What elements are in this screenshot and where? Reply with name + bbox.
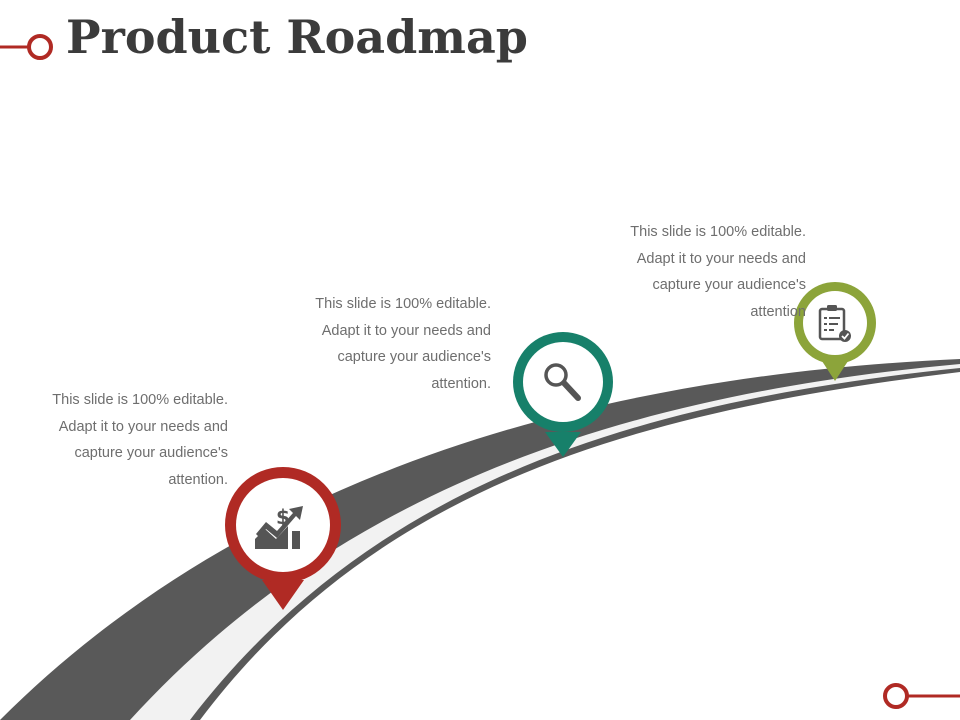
milestone-3-line-2: Adapt it to your needs and [636,250,806,267]
milestone-2-line-2: Adapt it to your needs and [321,322,491,339]
road-lane-stripe [130,364,960,720]
milestone-1-line-1: This slide is 100% editable. [52,392,228,408]
magnifier-icon [544,363,581,401]
milestone-1-line-2: Adapt it to your needs and [58,418,228,435]
footer-connector-icon [883,683,960,709]
milestone-2-description: This slide is 100% editable. Adapt it to… [231,291,491,397]
milestone-1-description: This slide is 100% editable. Adapt it to… [0,387,228,493]
page-title: Product Roadmap [66,10,528,64]
title-connector-icon [0,34,53,60]
milestone-1-line-3: capture your audience's [74,445,228,461]
growth-chart-dollar-icon: $ [255,505,303,549]
milestone-3-description: This slide is 100% editable. Adapt it to… [546,219,806,325]
milestone-3-line-3: capture your audience's [652,277,806,293]
milestone-2-line-3: capture your audience's [337,349,491,365]
milestone-2-line-1: This slide is 100% editable. [315,296,491,312]
svg-text:$: $ [276,505,290,529]
milestone-pin-2[interactable] [513,332,613,457]
milestone-2-line-4: attention. [431,375,491,392]
clipboard-check-icon [818,305,851,342]
milestone-3-line-4: attention [750,303,806,320]
milestone-3-line-1: This slide is 100% editable. [630,224,806,240]
milestone-pin-1[interactable]: $ [225,467,341,610]
milestone-pin-3[interactable] [794,282,876,381]
milestone-1-line-4: attention. [168,471,228,488]
